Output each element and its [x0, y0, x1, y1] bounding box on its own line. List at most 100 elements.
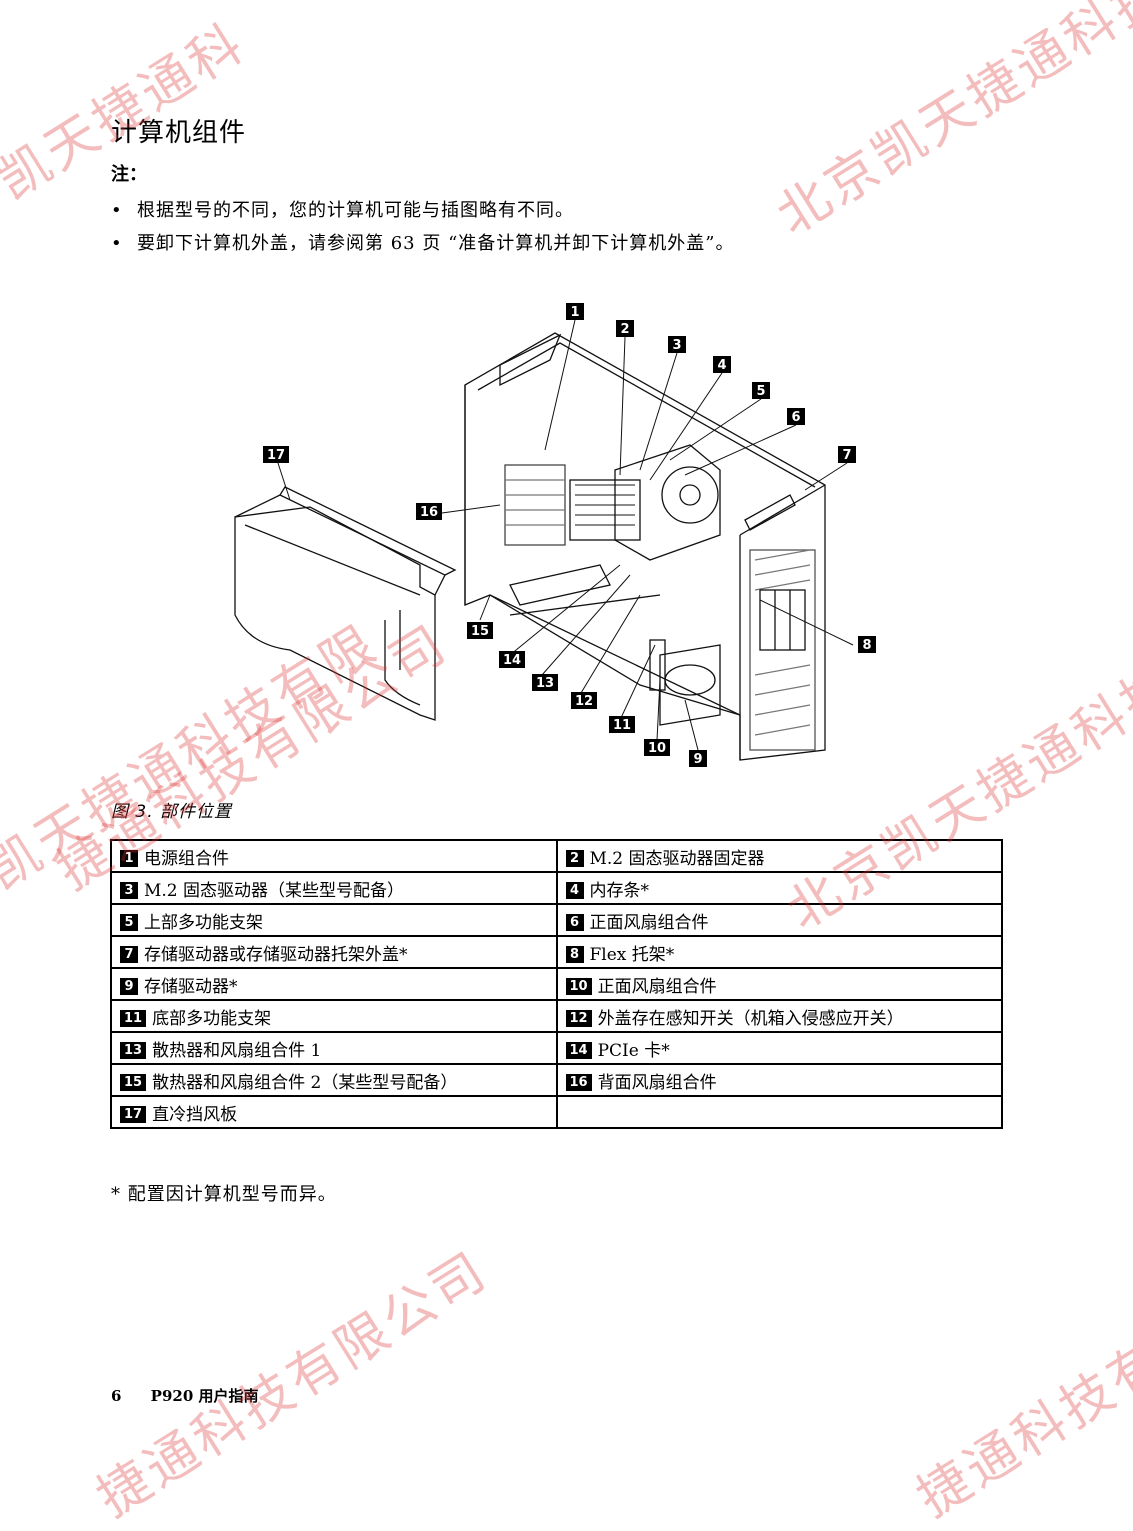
svg-text:4: 4: [717, 358, 726, 373]
part-label: PCIe 卡*: [597, 1040, 670, 1061]
callout-17: 17: [263, 446, 289, 463]
svg-text:17: 17: [267, 448, 285, 463]
part-label: 直冷挡风板: [152, 1104, 238, 1125]
callout-11: 11: [609, 716, 635, 733]
table-cell: 7 存储驱动器或存储驱动器托架外盖*: [110, 935, 558, 969]
part-number: 14: [565, 1041, 592, 1059]
table-cell: 13 散热器和风扇组合件 1: [110, 1031, 558, 1065]
table-cell: 6 正面风扇组合件: [555, 903, 1003, 937]
svg-text:16: 16: [420, 505, 438, 520]
figure-caption: 图 3. 部件位置: [111, 802, 233, 822]
table-cell: 15 散热器和风扇组合件 2（某些型号配备）: [110, 1063, 558, 1097]
svg-text:9: 9: [693, 752, 702, 767]
section-title: 计算机组件: [111, 118, 247, 148]
table-row: 5 上部多功能支架 6 正面风扇组合件: [110, 903, 1003, 937]
callouts: 1 2 3 4 5 6 7 8 9 10 11 12 13 14 15 16 1…: [263, 303, 876, 767]
table-cell: 1 电源组合件: [110, 839, 558, 873]
part-label: 上部多功能支架: [144, 912, 263, 933]
part-number: 8: [565, 945, 584, 963]
callout-7: 7: [838, 446, 856, 463]
callout-13: 13: [532, 674, 558, 691]
table-cell: 14 PCIe 卡*: [555, 1031, 1003, 1065]
footnote: * 配置因计算机型号而异。: [111, 1184, 337, 1205]
watermark: 捷通科技有限公司: [86, 1240, 499, 1529]
part-number: 7: [120, 945, 138, 963]
components-figure: 1 2 3 4 5 6 7 8 9 10 11 12 13 14 15 16 1…: [234, 303, 876, 767]
part-label: 内存条*: [589, 880, 650, 901]
part-number: 16: [565, 1073, 592, 1091]
callout-9: 9: [689, 750, 707, 767]
table-cell: 9 存储驱动器*: [110, 967, 558, 1001]
footer-title: P920 用户指南: [150, 1387, 259, 1405]
callout-14: 14: [499, 651, 525, 668]
svg-text:15: 15: [471, 624, 489, 639]
svg-text:2: 2: [620, 322, 629, 337]
part-number: 3: [120, 881, 138, 899]
svg-text:14: 14: [503, 653, 521, 668]
table-cell-empty: [555, 1095, 1003, 1129]
part-label: 电源组合件: [144, 848, 229, 869]
table-row: 15 散热器和风扇组合件 2（某些型号配备） 16 背面风扇组合件: [110, 1063, 1003, 1097]
part-number: 12: [565, 1009, 592, 1027]
part-number: 9: [120, 977, 138, 995]
table-cell: 5 上部多功能支架: [110, 903, 558, 937]
notes-list: 根据型号的不同，您的计算机可能与插图略有不同。 要卸下计算机外盖，请参阅第 63…: [111, 194, 734, 260]
svg-text:5: 5: [756, 384, 765, 399]
note-label: 注：: [111, 164, 147, 185]
callout-15: 15: [467, 622, 493, 639]
table-row: 7 存储驱动器或存储驱动器托架外盖* 8 Flex 托架*: [110, 935, 1003, 969]
part-number: 11: [120, 1009, 147, 1027]
table-cell: 11 底部多功能支架: [110, 999, 558, 1033]
callout-2: 2: [616, 320, 634, 337]
part-number: 15: [120, 1073, 147, 1091]
part-label: 正面风扇组合件: [589, 912, 709, 933]
watermark: 北京凯天捷通科技: [766, 0, 1133, 247]
part-label: 背面风扇组合件: [597, 1072, 717, 1093]
part-number: 4: [565, 881, 584, 899]
svg-text:11: 11: [613, 718, 631, 733]
callout-6: 6: [787, 408, 805, 425]
callout-5: 5: [752, 382, 770, 399]
callout-12: 12: [571, 692, 597, 709]
table-row: 13 散热器和风扇组合件 1 14 PCIe 卡*: [110, 1031, 1003, 1065]
part-number: 13: [120, 1041, 147, 1059]
part-label: 散热器和风扇组合件 2（某些型号配备）: [152, 1072, 458, 1093]
note-item: 要卸下计算机外盖，请参阅第 63 页 “准备计算机并卸下计算机外盖”。: [111, 227, 734, 260]
callout-10: 10: [644, 739, 670, 756]
leader-lines: [276, 319, 854, 751]
part-label: Flex 托架*: [589, 944, 675, 965]
svg-text:8: 8: [862, 638, 871, 653]
svg-text:12: 12: [575, 694, 593, 709]
svg-text:1: 1: [570, 305, 579, 320]
part-number: 1: [120, 849, 138, 867]
part-label: 正面风扇组合件: [597, 976, 717, 997]
part-number: 6: [565, 913, 584, 931]
svg-text:6: 6: [791, 410, 800, 425]
svg-text:13: 13: [536, 676, 554, 691]
callout-4: 4: [713, 356, 731, 373]
page-footer: 6 P920 用户指南: [111, 1385, 259, 1406]
part-label: 散热器和风扇组合件 1: [152, 1040, 322, 1061]
svg-text:3: 3: [672, 338, 681, 353]
table-cell: 4 内存条*: [555, 871, 1003, 905]
part-label: 外盖存在感知开关（机箱入侵感应开关）: [597, 1008, 904, 1029]
part-number: 5: [120, 913, 138, 931]
callout-3: 3: [668, 336, 686, 353]
air-baffle-drawing: [234, 486, 457, 721]
callout-8: 8: [858, 636, 876, 653]
part-label: 存储驱动器*: [144, 976, 238, 997]
table-row: 11 底部多功能支架 12 外盖存在感知开关（机箱入侵感应开关）: [110, 999, 1003, 1033]
chassis-drawing: [464, 332, 826, 761]
svg-text:10: 10: [648, 741, 666, 756]
part-number: 2: [565, 849, 584, 867]
part-label: 存储驱动器或存储驱动器托架外盖*: [144, 944, 408, 965]
part-label: 底部多功能支架: [152, 1008, 272, 1029]
